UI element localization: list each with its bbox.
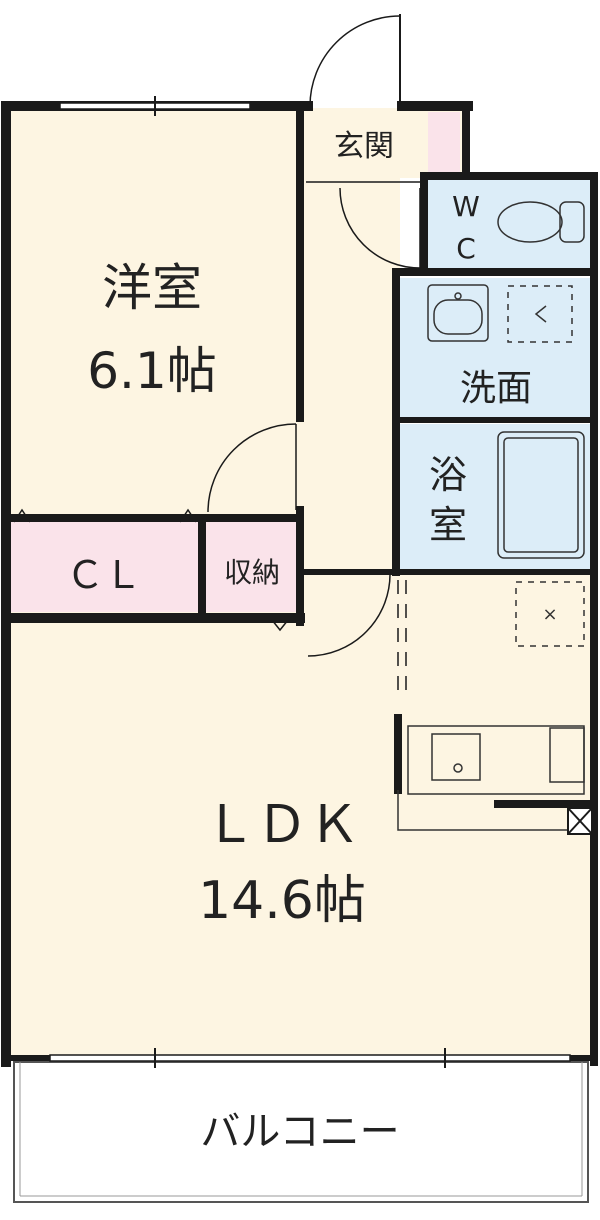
toilet-label-c: C — [456, 232, 476, 265]
entrance-step — [428, 112, 460, 174]
closet-floor — [10, 522, 198, 612]
storage-label: 収納 — [224, 556, 280, 589]
bathroom-label-1: 浴 — [429, 453, 467, 497]
exhaust-fan-icon — [567, 807, 593, 835]
room-floors — [10, 108, 590, 1060]
ldk-floor — [10, 570, 590, 1060]
balcony-label: バルコニー — [200, 1109, 399, 1155]
room-labels: 洋室 6.1帖 玄関 W C 洗面 浴 室 ＣＬ 収納 ＬＤＫ 14.6帖 — [66, 129, 532, 931]
toilet-label-w: W — [452, 190, 480, 223]
ldk-label: ＬＤＫ — [204, 795, 360, 855]
bathroom-floor — [400, 424, 590, 570]
hallway-floor — [300, 108, 400, 578]
wash-basin-icon — [427, 284, 489, 342]
closet-label: ＣＬ — [66, 553, 142, 597]
bathtub-icon — [497, 431, 585, 559]
fixtures: × — [397, 201, 593, 835]
toilet-icon — [497, 201, 585, 243]
toilet-floor — [428, 178, 590, 270]
ldk-size: 14.6帖 — [198, 871, 366, 931]
western-room-floor — [10, 108, 300, 518]
bathroom-label-2: 室 — [429, 503, 467, 547]
storage-floor — [206, 522, 298, 612]
western-room-label: 洋室 — [102, 259, 202, 317]
balcony: バルコニー — [13, 1061, 589, 1203]
washroom-label: 洗面 — [460, 368, 532, 409]
western-room-size: 6.1帖 — [87, 342, 217, 400]
doors — [13, 14, 421, 700]
walls — [1, 101, 598, 1067]
entrance-label: 玄関 — [334, 129, 394, 164]
windows — [49, 96, 571, 1068]
fridge-space — [515, 581, 585, 647]
washroom-floor — [400, 278, 590, 418]
svg-text:×: × — [542, 604, 557, 625]
kitchen-counter — [407, 725, 585, 795]
